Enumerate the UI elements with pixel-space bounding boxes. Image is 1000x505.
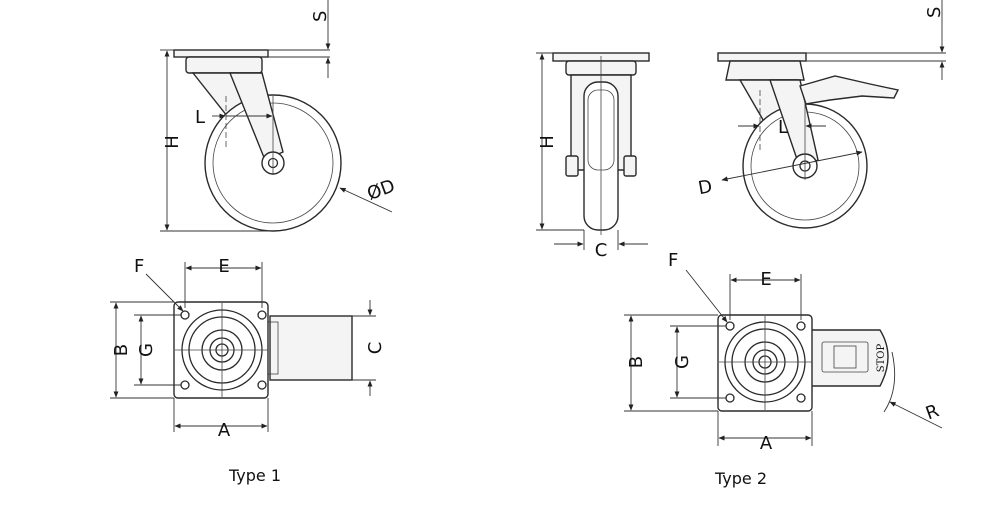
dim-label-c: C — [365, 342, 386, 355]
type2-dim-label-f: F — [668, 250, 678, 271]
type1-dim-s: S — [268, 0, 331, 78]
type2-brake-lever — [799, 75, 900, 105]
type2-side-view — [717, 52, 900, 229]
type2-front-view — [552, 52, 650, 235]
dim-label-g: G — [136, 343, 157, 357]
type1-fork-leg — [228, 72, 284, 161]
type1-side-view — [173, 49, 342, 232]
type2-dim-b: B — [624, 314, 718, 412]
type2-dim-f: F — [668, 250, 728, 323]
type2-dim-label-a: A — [760, 433, 773, 454]
type1-dim-g: G — [134, 314, 181, 386]
type2-dim-s: S — [806, 0, 946, 80]
dim-label-e: E — [218, 256, 229, 277]
type2-dim-c: C — [554, 230, 648, 261]
type2-dim-label-h: H — [537, 135, 558, 149]
type1-bolt-hole — [257, 310, 267, 320]
type2-swivel-head — [725, 60, 805, 81]
type2-bolt-hole — [796, 393, 806, 403]
dim-label-f: F — [134, 256, 144, 277]
dim-label-a: A — [218, 420, 231, 441]
type2-dim-label-g: G — [672, 355, 693, 369]
type2-dim-h: H — [536, 52, 584, 231]
type2-dim-d: D — [697, 150, 863, 199]
type1-top-view — [173, 301, 353, 399]
type1-tread-top — [269, 315, 353, 381]
type1-dim-diameter: ØD — [339, 175, 398, 213]
type2-dim-label-b: B — [626, 356, 647, 368]
type2-dim-l: L — [738, 117, 826, 138]
type2-dim-label-r: R — [923, 400, 942, 424]
type1-dim-l: L — [195, 107, 273, 128]
dim-label-diameter: ØD — [364, 175, 398, 204]
type2-side-top-plate — [717, 52, 807, 62]
type2-dim-label-d: D — [697, 176, 714, 199]
type2-dim-label-s: S — [924, 7, 945, 18]
type2-dim-a: A — [717, 411, 813, 454]
brake-stop-text: STOP — [876, 344, 887, 373]
dim-label-b: B — [111, 344, 132, 356]
type1-dim-e: E — [184, 256, 263, 308]
dim-label-s: S — [310, 11, 331, 22]
type1-dim-h: H — [160, 49, 273, 232]
type1-dim-c: C — [352, 300, 386, 396]
type2-axle-nut — [623, 155, 637, 177]
dim-label-h: H — [162, 135, 183, 149]
dim-label-l: L — [195, 107, 205, 128]
type2-dim-label-e: E — [760, 269, 771, 290]
type2-top-view: STOP — [717, 314, 889, 412]
type1-bolt-hole — [257, 380, 267, 390]
type2-dim-g: G — [670, 325, 726, 399]
type2-bolt-hole — [796, 321, 806, 331]
type2-dim-r: R — [883, 351, 943, 429]
type2-dim-label-l: L — [778, 117, 788, 138]
caption-type2: Type 2 — [714, 469, 767, 488]
type1-dim-b: B — [110, 301, 174, 399]
type2-axle-nut — [565, 155, 579, 177]
type2-dim-label-c: C — [595, 240, 608, 261]
type1-dim-a: A — [173, 398, 269, 441]
type1-top-plate — [173, 49, 269, 58]
type1-swivel-head — [185, 56, 263, 74]
type2-dim-e: E — [729, 269, 802, 320]
caption-type1: Type 1 — [228, 466, 281, 485]
type1-dim-f: F — [134, 256, 184, 312]
